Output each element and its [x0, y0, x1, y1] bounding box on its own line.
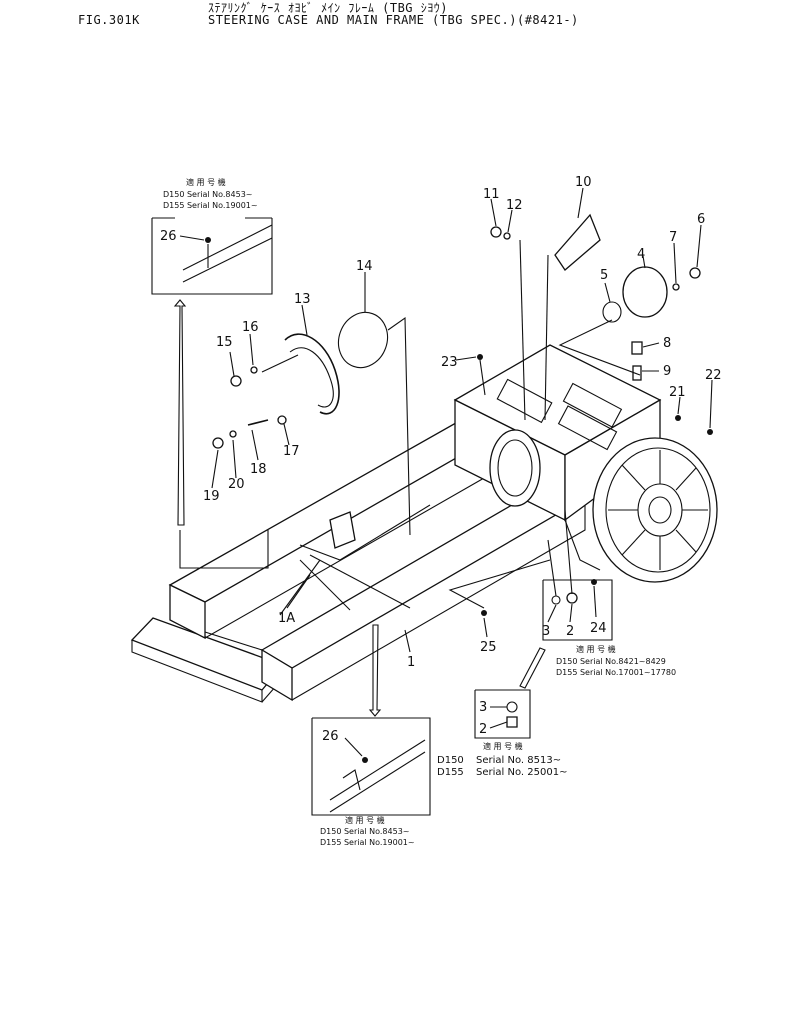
callout-23: 23 [441, 355, 458, 370]
callout-26-top: 26 [160, 229, 177, 244]
part-4-cover-plate [622, 266, 668, 318]
callout-1a: 1A [278, 611, 295, 626]
note-tl-line2: D155 Serial No.19001~ [163, 201, 258, 210]
part-8-breather [631, 341, 643, 355]
part-19-nut [212, 437, 224, 449]
callout-numbers: 10 11 12 6 7 4 5 14 13 16 15 8 23 9 22 2… [203, 175, 722, 670]
note-ra-line2: D155 Serial No.17001~17780 [556, 668, 676, 677]
note-bl-line2: D155 Serial No.19001~ [320, 838, 415, 847]
detail-box-top-left: 適 用 号 機 D150 Serial No.8453~ D155 Serial… [151, 177, 273, 295]
callout-3c: 3 [479, 700, 487, 715]
note-rb-heading: 適 用 号 機 [483, 741, 523, 751]
callout-13: 13 [294, 292, 311, 307]
part-16-washer [250, 366, 258, 374]
callout-16: 16 [242, 320, 259, 335]
note-bl-line1: D150 Serial No.8453~ [320, 827, 410, 836]
callout-4: 4 [637, 247, 645, 262]
part-10-cover [554, 213, 601, 271]
detail-box-bottom-left: 26 適 用 号 機 D150 Serial No.8453~ D155 Ser… [311, 624, 431, 847]
japanese-title: ｽﾃｱﾘﾝｸﾞ ｹｰｽ ｵﾖﾋﾞ ﾒｲﾝ ﾌﾚｰﾑ (TBG ｼﾖｳ) [208, 1, 448, 15]
part-20-washer [229, 430, 237, 438]
callout-5: 5 [600, 268, 608, 283]
part-12-washer [503, 232, 511, 240]
callout-14: 14 [356, 259, 373, 274]
callout-18: 18 [250, 462, 267, 477]
callout-26-bottom: 26 [322, 729, 339, 744]
callout-7: 7 [669, 230, 677, 245]
part-25-bolt [481, 610, 487, 616]
part-17-pin [277, 415, 287, 425]
parts [212, 213, 713, 616]
part-9-plug [632, 365, 642, 381]
detail-box-right: 適 用 号 機 D150 Serial No.8421~8429 D155 Se… [437, 579, 676, 778]
callout-20: 20 [228, 477, 245, 492]
callout-25: 25 [480, 640, 497, 655]
figure-number: FIG.301K [78, 13, 140, 27]
note-rb-model1: D150 [437, 755, 464, 766]
main-frame [130, 344, 718, 703]
arrow-top-left [173, 299, 269, 569]
note-ra-heading: 適 用 号 機 [576, 644, 616, 654]
callout-2c: 2 [479, 722, 487, 737]
part-18-pin [247, 419, 269, 426]
part-15-bolt [230, 375, 242, 387]
callout-1: 1 [407, 655, 415, 670]
callout-12: 12 [506, 198, 523, 213]
callout-2: 2 [566, 624, 574, 639]
leader-lines [211, 187, 713, 653]
part-6-bolt [689, 267, 701, 279]
part-21-bolt [675, 415, 681, 421]
note-rb-serial1: Serial No. 8513~ [476, 755, 561, 766]
callout-15: 15 [216, 335, 233, 350]
note-ra-line1: D150 Serial No.8421~8429 [556, 657, 666, 666]
part-7-washer [672, 283, 680, 291]
part-13-ring-segment [284, 333, 340, 415]
callout-22: 22 [705, 368, 722, 383]
note-bl-heading: 適 用 号 機 [345, 815, 385, 825]
callout-9: 9 [663, 364, 671, 379]
callout-19: 19 [203, 489, 220, 504]
part-23-bolt [477, 354, 483, 360]
note-rb-model2: D155 [437, 767, 464, 778]
note-tl-line1: D150 Serial No.8453~ [163, 190, 253, 199]
part-14-o-ring [337, 311, 389, 369]
part-5-gasket [602, 301, 622, 323]
note-tl-heading: 適 用 号 機 [186, 177, 226, 187]
note-rb-serial2: Serial No. 25001~ [476, 767, 567, 778]
callout-6: 6 [697, 212, 705, 227]
part-22-bolt [707, 429, 713, 435]
callout-21: 21 [669, 385, 686, 400]
callout-17: 17 [283, 444, 300, 459]
part-3-washer [551, 595, 561, 605]
part-2-plug [566, 592, 578, 604]
diagram-title: STEERING CASE AND MAIN FRAME (TBG SPEC.)… [208, 13, 579, 27]
part-11-bolt [490, 226, 502, 238]
callout-24: 24 [590, 621, 607, 636]
callout-3: 3 [542, 624, 550, 639]
callout-8: 8 [663, 336, 671, 351]
callout-11: 11 [483, 187, 500, 202]
callout-10: 10 [575, 175, 592, 190]
